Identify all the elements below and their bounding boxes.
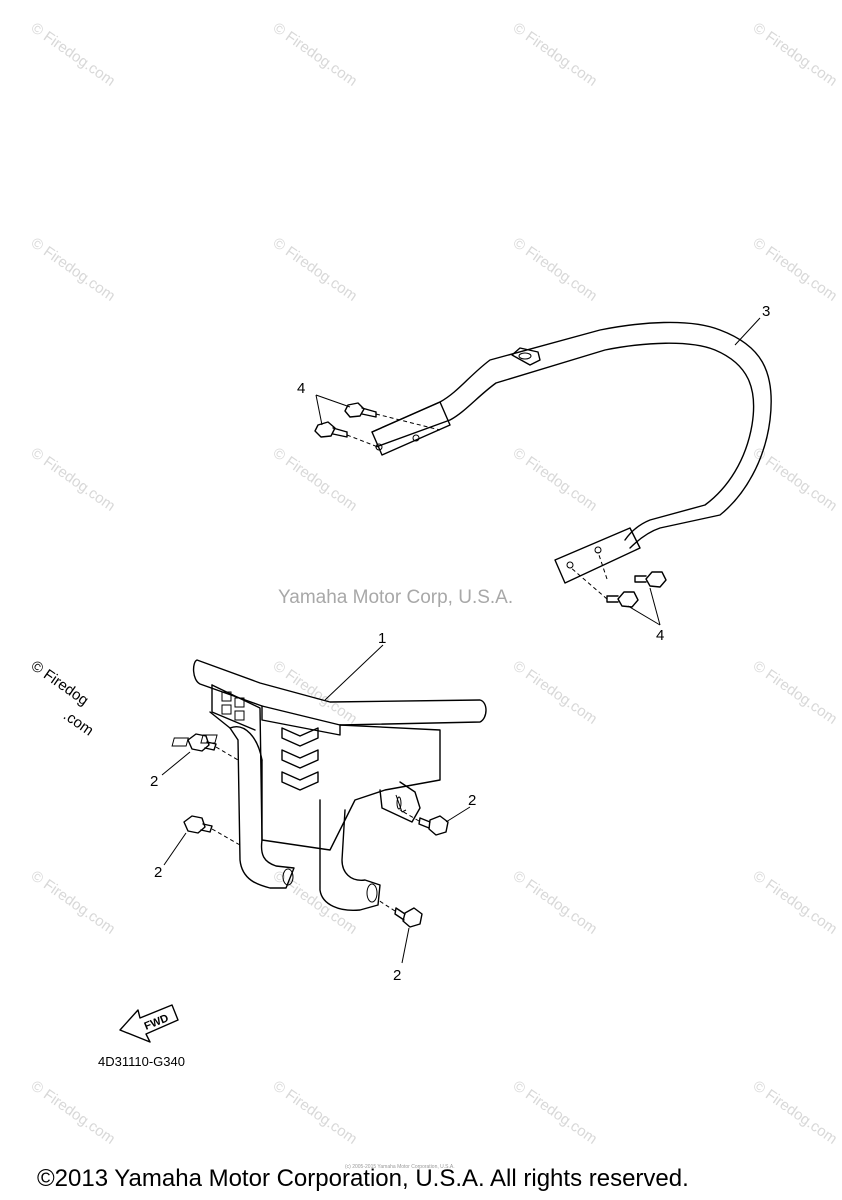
watermark: © Firedog.com	[750, 1077, 841, 1147]
rear-bolt-4-lower	[314, 421, 348, 438]
callout-1: 1	[378, 630, 386, 647]
watermark: © Firedog.com	[28, 444, 119, 514]
watermark: © Firedog.com	[270, 234, 361, 304]
copyright-notice: ©2013 Yamaha Motor Corporation, U.S.A. A…	[37, 1165, 689, 1192]
watermark: © Firedog.com	[28, 867, 119, 937]
watermark-line: © Firedog	[28, 657, 92, 709]
front-guard-part-1	[171, 659, 487, 912]
watermark: © Firedog.com	[750, 234, 841, 304]
diagram-code: 4D31110-G340	[98, 1054, 185, 1069]
center-watermark: Yamaha Motor Corp, U.S.A.	[278, 587, 513, 608]
rear-bolt-4-right-a	[634, 571, 667, 588]
tiny-credit: (c) 2005-2015 Yamaha Motor Corporation, …	[345, 1164, 455, 1170]
callout-4: 4	[656, 627, 664, 644]
rear-bolt-4-right-b	[606, 591, 639, 608]
watermark: © Firedog.com	[270, 444, 361, 514]
rear-bolt-4-upper	[344, 402, 377, 418]
watermark: © Firedog.com	[28, 234, 119, 304]
watermark: © Firedog.com	[750, 867, 841, 937]
watermark: © Firedog.com	[510, 19, 601, 89]
watermark-layer: © Firedog.com © Firedog.com © Firedog.co…	[28, 19, 841, 1147]
callout-3: 3	[762, 303, 770, 320]
front-bolt-2-bottom	[394, 907, 423, 928]
watermark: © Firedog.com	[510, 657, 601, 727]
watermark: © Firedog.com	[270, 657, 361, 727]
callout-2: 2	[393, 967, 401, 984]
front-bolt-2-upper-left	[187, 733, 217, 752]
firedog-watermark-dark: © Firedog .com	[28, 657, 97, 740]
watermark: © Firedog.com	[510, 234, 601, 304]
watermark: © Firedog.com	[750, 657, 841, 727]
watermark: © Firedog.com	[510, 444, 601, 514]
callout-2: 2	[468, 792, 476, 809]
watermark: © Firedog.com	[510, 867, 601, 937]
fwd-arrow-icon: FWD	[119, 1004, 179, 1043]
watermark: © Firedog.com	[28, 19, 119, 89]
callout-4: 4	[297, 380, 305, 397]
watermark: © Firedog.com	[28, 1077, 119, 1147]
rear-guard-part-3	[371, 321, 772, 584]
callout-2: 2	[154, 864, 162, 881]
callout-2: 2	[150, 773, 158, 790]
watermark: © Firedog.com	[510, 1077, 601, 1147]
watermark: © Firedog.com	[750, 444, 841, 514]
front-bolt-2-right	[418, 815, 449, 836]
front-bolt-2-lower-left	[183, 815, 213, 834]
watermark: © Firedog.com	[750, 19, 841, 89]
watermark: © Firedog.com	[270, 19, 361, 89]
watermark-line: .com	[60, 707, 96, 740]
watermark: © Firedog.com	[270, 1077, 361, 1147]
